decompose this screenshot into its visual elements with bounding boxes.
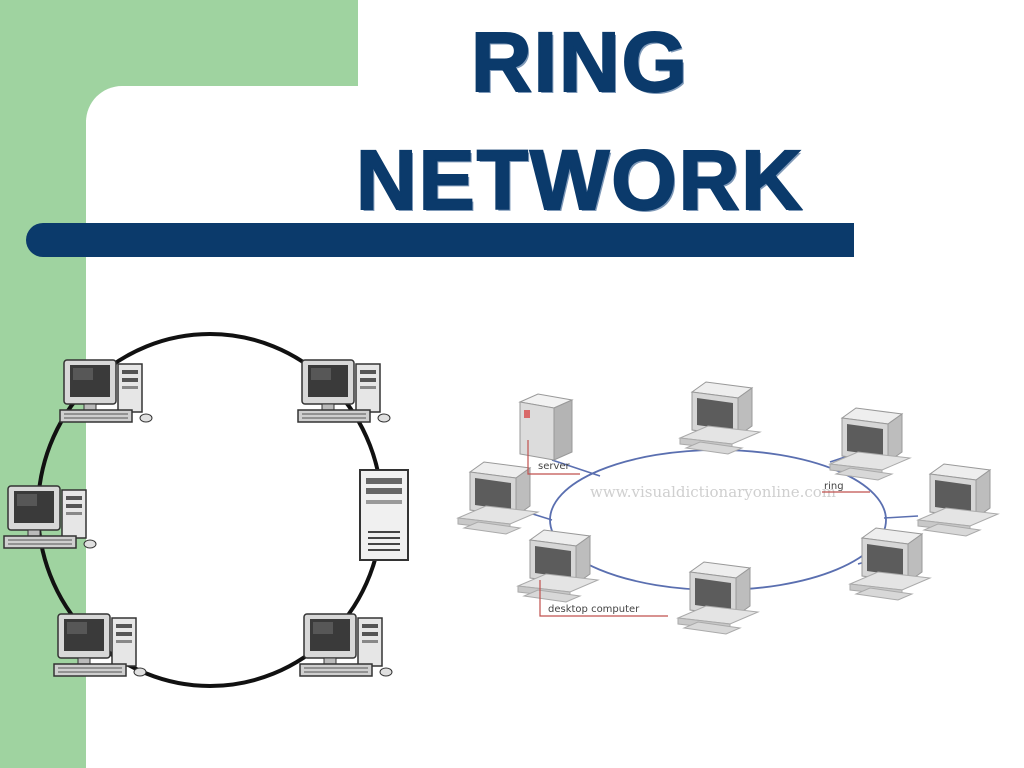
ring-label: ring bbox=[824, 481, 844, 492]
left-computer-bottom-left bbox=[53, 613, 147, 677]
right-computer-bottom-left bbox=[517, 529, 599, 603]
desktop-computer-label: desktop computer bbox=[548, 604, 640, 615]
right-computer-bottom-right bbox=[849, 527, 931, 601]
right-computer-right bbox=[917, 463, 999, 537]
right-computer-top bbox=[679, 381, 761, 455]
right-computer-left bbox=[457, 461, 539, 535]
title-line-1: RING bbox=[470, 15, 689, 109]
left-server-tower bbox=[359, 469, 409, 561]
left-computer-bottom-right bbox=[299, 613, 393, 677]
right-ring-diagram: www.visualdictionaryonline.com server ri… bbox=[457, 381, 999, 635]
left-ring-diagram bbox=[3, 332, 409, 688]
server-label: server bbox=[538, 461, 571, 472]
left-computer-middle-left bbox=[3, 485, 97, 549]
title-underline-bar bbox=[26, 223, 854, 257]
callout-lines bbox=[527, 440, 870, 617]
left-computer-top-left bbox=[59, 359, 153, 423]
title-line-2: NETWORK bbox=[355, 133, 804, 227]
right-computer-top-right bbox=[829, 407, 911, 481]
left-computer-top-right bbox=[297, 359, 391, 423]
watermark-text: www.visualdictionaryonline.com bbox=[590, 483, 836, 501]
right-computer-bottom bbox=[677, 561, 759, 635]
